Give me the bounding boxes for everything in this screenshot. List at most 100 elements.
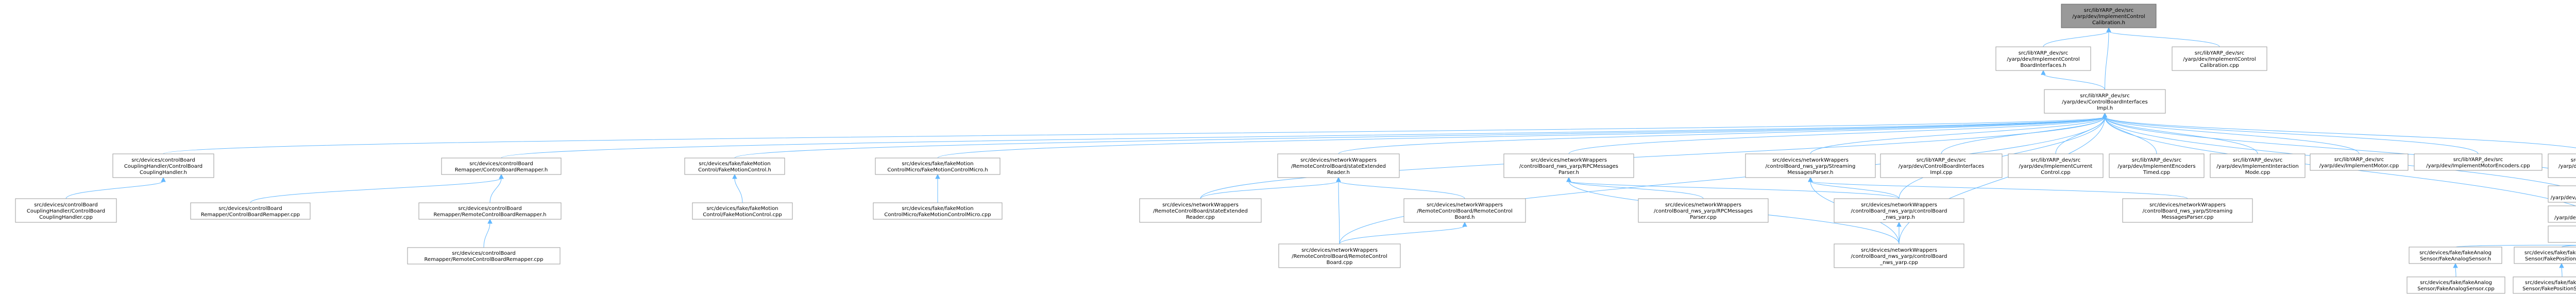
- graph-node[interactable]: src/devices/networkWrappers/controlBoard…: [2122, 198, 2253, 223]
- graph-node[interactable]: src/libYARP_dev/src/yarp/dev/ControlBoar…: [1880, 153, 2003, 178]
- graph-node[interactable]: src/libYARP_dev/src/yarp/dev/ImplementPo…: [2548, 153, 2576, 178]
- graph-node[interactable]: src/devices/controlBoardRemapper/RemoteC…: [418, 202, 562, 220]
- edge-arrowhead: [1896, 221, 1902, 227]
- dependency-edge: [1568, 181, 1900, 199]
- dependency-edge: [734, 178, 743, 203]
- graph-node[interactable]: src/libYARP_dev/src/yarp/dev/ImplementRe…: [2548, 185, 2576, 203]
- node-box: [875, 157, 1001, 175]
- graph-node[interactable]: src/libYARP_dev/src/yarp/dev/ImplementIn…: [2210, 153, 2306, 178]
- dependency-edge: [1941, 116, 2105, 154]
- node-label-line: Sensor/FakeAnalogSensor.h: [2420, 256, 2491, 262]
- node-label-line: _nws_yarp.h: [1883, 215, 1915, 220]
- graph-node[interactable]: src/devices/fake/fakeMotionControlMicro/…: [873, 202, 1003, 220]
- edge-arrowhead: [487, 218, 493, 224]
- graph-node[interactable]: src/devices/fake/fakePositionSensor/Fake…: [2514, 247, 2576, 264]
- edge-arrowhead: [1808, 177, 1813, 182]
- graph-node[interactable]: src/devices/networkWrappers/RemoteContro…: [1139, 198, 1262, 223]
- dependency-edge: [1568, 181, 1704, 199]
- graph-node[interactable]: src/libYARP_dev/src/yarp/dev/all.h: [2548, 225, 2576, 243]
- node-label-line: ControlMicro/FakeMotionControlMicro.h: [887, 167, 988, 173]
- dependency-edge: [1338, 181, 1465, 199]
- graph-node[interactable]: src/devices/fake/fakeMotionControl/FakeM…: [684, 157, 785, 175]
- graph-node[interactable]: src/libYARP_dev/src/yarp/dev/ImplementCu…: [2008, 153, 2104, 178]
- node-label-line: Impl.h: [2097, 106, 2113, 111]
- graph-node[interactable]: src/devices/networkWrappers/RemoteContro…: [1277, 153, 1400, 178]
- dependency-edge: [483, 222, 490, 248]
- dependency-edge: [1810, 181, 1900, 199]
- edge-arrowhead: [2106, 27, 2111, 32]
- graph-node[interactable]: src/devices/networkWrappers/controlBoard…: [1638, 198, 1769, 223]
- edge-arrowhead: [499, 173, 504, 179]
- dependency-edge: [937, 116, 2105, 159]
- dependency-edge: [163, 116, 2105, 154]
- graph-node[interactable]: src/libYARP_dev/src/yarp/dev/ImplementCo…: [2172, 46, 2267, 71]
- node-box: [2061, 4, 2157, 28]
- node-label-line: src/devices/controlBoard: [34, 202, 97, 208]
- node-label-line: Sensor/FakePositionSensor.h: [2525, 256, 2576, 262]
- edge-arrowhead: [732, 173, 737, 179]
- node-box: [684, 157, 785, 175]
- graph-node[interactable]: src/devices/controlBoardRemapper/RemoteC…: [407, 247, 561, 265]
- graph-node[interactable]: src/devices/networkWrappers/RemoteContro…: [1278, 243, 1401, 268]
- dependency-edge: [1339, 225, 1465, 244]
- node-label-line: /controlBoard_nws_yarp/Streaming: [2143, 208, 2233, 214]
- dependency-edge: [1568, 116, 2105, 154]
- dependency-edge: [501, 116, 2105, 159]
- graph-node[interactable]: src/libYARP_dev/src/yarp/dev/ImplementMo…: [2310, 153, 2409, 171]
- node-label-line: /yarp/dev/ImplementControl: [2183, 57, 2256, 62]
- dependency-edge: [2105, 116, 2360, 154]
- node-label-line: src/devices/fake/fakeAnalog: [2419, 250, 2492, 256]
- edge-arrowhead: [2453, 262, 2458, 268]
- edge-arrowhead: [1462, 221, 1467, 227]
- dependency-edge: [2455, 244, 2576, 248]
- graph-node[interactable]: src/devices/fake/fakeAnalogSensor/FakeAn…: [2409, 247, 2502, 264]
- graph-node[interactable]: src/libYARP_dev/src/yarp/dev/ImplementTo…: [2548, 205, 2576, 223]
- node-label-line: MessagesParser.h: [1788, 170, 1834, 176]
- dependency-edge: [1338, 181, 1340, 244]
- node-box: [1503, 153, 1634, 178]
- node-label-line: Control/FakeMotionControl.h: [698, 167, 771, 173]
- graph-node[interactable]: src/libYARP_dev/src/yarp/dev/ImplementEn…: [2109, 153, 2205, 178]
- graph-node[interactable]: src/devices/controlBoardRemapper/Control…: [441, 157, 562, 175]
- node-label-line: CouplingHandler/ControlBoard: [124, 164, 202, 169]
- graph-node[interactable]: src/libYARP_dev/src/yarp/dev/ImplementMo…: [2414, 153, 2543, 171]
- node-label-line: Remapper/RemoteControlBoardRemapper.cpp: [425, 257, 544, 262]
- node-label-line: src/devices/networkWrappers: [1861, 248, 1937, 253]
- node-label-line: src/devices/fake/fakePosition: [2524, 250, 2576, 256]
- dependency-edge: [250, 178, 502, 203]
- node-box: [1745, 153, 1876, 178]
- graph-node[interactable]: src/devices/fake/fakePositionSensor/Fake…: [2513, 276, 2576, 294]
- dependency-edge: [2043, 31, 2109, 47]
- node-label-line: /RemoteControlBoard/stateExtended: [1291, 164, 1386, 169]
- node-label-line: src/devices/networkWrappers: [1300, 157, 1377, 163]
- node-label-line: Mode.cpp: [2245, 170, 2270, 176]
- graph-node[interactable]: src/devices/networkWrappers/controlBoard…: [1834, 198, 1964, 223]
- dependency-edge: [2455, 267, 2456, 277]
- node-box: [2406, 276, 2505, 294]
- node-label-line: ControlMicro/FakeMotionControlMicro.cpp: [884, 212, 991, 218]
- node-label-line: /yarp/dev/ControlBoardInterfaces: [1899, 164, 1985, 169]
- node-label-line: src/devices/networkWrappers: [1861, 202, 1937, 208]
- graph-node[interactable]: src/devices/networkWrappers/RemoteContro…: [1403, 198, 1526, 223]
- graph-node[interactable]: src/devices/fake/fakeMotionControl/FakeM…: [692, 202, 793, 220]
- graph-node[interactable]: src/libYARP_dev/src/yarp/dev/ControlBoar…: [2044, 89, 2166, 114]
- graph-node[interactable]: src/devices/networkWrappers/controlBoard…: [1745, 153, 1876, 178]
- node-label-line: Sensor/FakeAnalogSensor.cpp: [2417, 286, 2494, 292]
- node-label-line: src/devices/fake/fakeMotion: [699, 161, 770, 167]
- graph-node[interactable]: src/devices/controlBoardRemapper/Control…: [190, 202, 311, 220]
- graph-node[interactable]: src/devices/controlBoardCouplingHandler/…: [15, 198, 117, 223]
- graph-node[interactable]: src/devices/controlBoardCouplingHandler/…: [112, 153, 214, 178]
- graph-node[interactable]: src/libYARP_dev/src/yarp/dev/ImplementCo…: [1995, 46, 2091, 71]
- graph-node[interactable]: src/devices/fake/fakeMotionControlMicro/…: [875, 157, 1001, 175]
- node-label-line: /yarp/dev/ImplementMotor.cpp: [2319, 163, 2399, 169]
- node-label-line: /yarp/dev/ImplementMotorEncoders.cpp: [2426, 163, 2530, 169]
- node-label-line: /controlBoard_nws_yarp/controlBoard: [1851, 254, 1947, 259]
- graph-node[interactable]: src/devices/networkWrappers/controlBoard…: [1503, 153, 1634, 178]
- node-label-line: Impl.cpp: [1930, 170, 1952, 176]
- graph-node[interactable]: src/devices/fake/fakeAnalogSensor/FakeAn…: [2406, 276, 2505, 294]
- node-label-line: /yarp/dev/ImplementControl: [2072, 14, 2145, 20]
- graph-node[interactable]: src/devices/networkWrappers/controlBoard…: [1834, 243, 1964, 268]
- node-label-line: src/libYARP_dev/src: [2233, 157, 2282, 163]
- node-label-line: /controlBoard_nws_yarp/RPCMessages: [1519, 164, 1618, 169]
- node-label-line: src/libYARP_dev/src: [2031, 157, 2080, 163]
